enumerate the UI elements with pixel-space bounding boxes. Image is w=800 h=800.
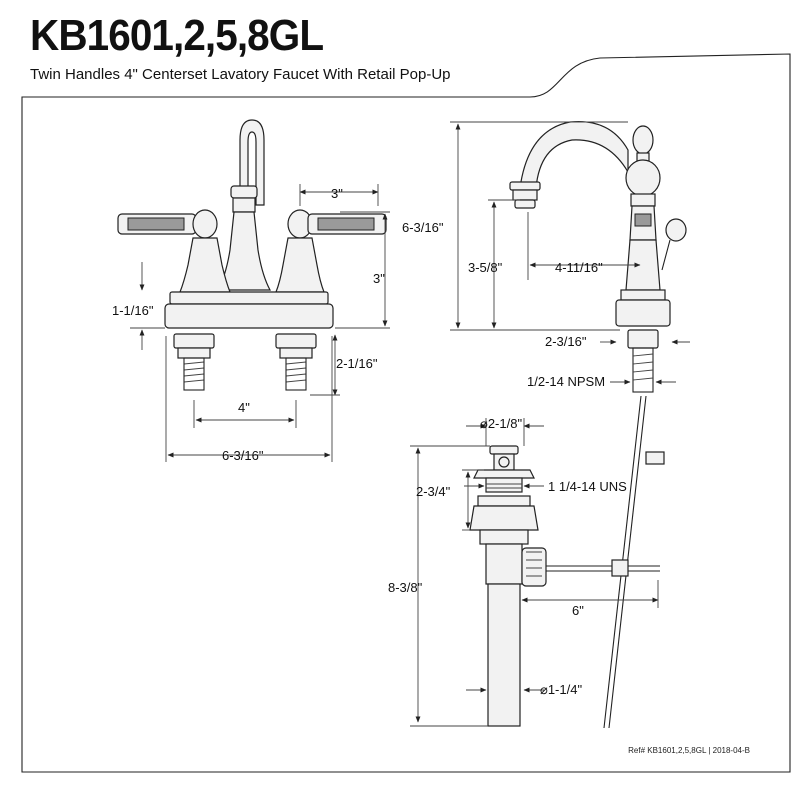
side-view-dimensions bbox=[450, 121, 690, 385]
dim-overall-height: 6-3/16" bbox=[402, 220, 444, 235]
product-description: Twin Handles 4" Centerset Lavatory Fauce… bbox=[30, 66, 451, 83]
dim-spout-height: 3-5/8" bbox=[468, 260, 503, 275]
dim-faucet-thread: 1/2-14 NPSM bbox=[527, 374, 605, 389]
dim-overall-width: 6-3/16" bbox=[222, 448, 264, 463]
dim-base-width: 2-3/16" bbox=[545, 334, 587, 349]
dim-total-length: 8-3/8" bbox=[388, 580, 423, 595]
drain-assembly bbox=[469, 445, 660, 727]
dim-drain-thread: 1 1/4-14 UNS bbox=[548, 479, 627, 494]
dim-shank-spacing: 4" bbox=[238, 400, 250, 415]
dim-flange-height: 2-3/4" bbox=[416, 484, 451, 499]
drain-dimensions bbox=[410, 418, 659, 727]
model-title: KB1601,2,5,8GL bbox=[30, 11, 324, 60]
front-view-faucet bbox=[117, 119, 387, 391]
sheet-border bbox=[21, 53, 791, 773]
dim-tail-dia: ⌀1-1/4" bbox=[540, 682, 582, 697]
dim-handle-spacing: 3" bbox=[331, 186, 343, 201]
dim-base-height: 1-1/16" bbox=[112, 303, 154, 318]
reference-footer: Ref# KB1601,2,5,8GL | 2018-04-B bbox=[628, 746, 750, 755]
side-view-faucet bbox=[509, 120, 687, 729]
dim-rod-length: 6" bbox=[572, 603, 584, 618]
dim-flange-dia: ⌀2-1/8" bbox=[480, 416, 522, 431]
dim-shank-length: 2-1/16" bbox=[336, 356, 378, 371]
dim-spout-reach: 4-11/16" bbox=[555, 260, 603, 275]
front-view-dimensions bbox=[130, 184, 390, 462]
dim-front-height: 3" bbox=[373, 271, 385, 286]
